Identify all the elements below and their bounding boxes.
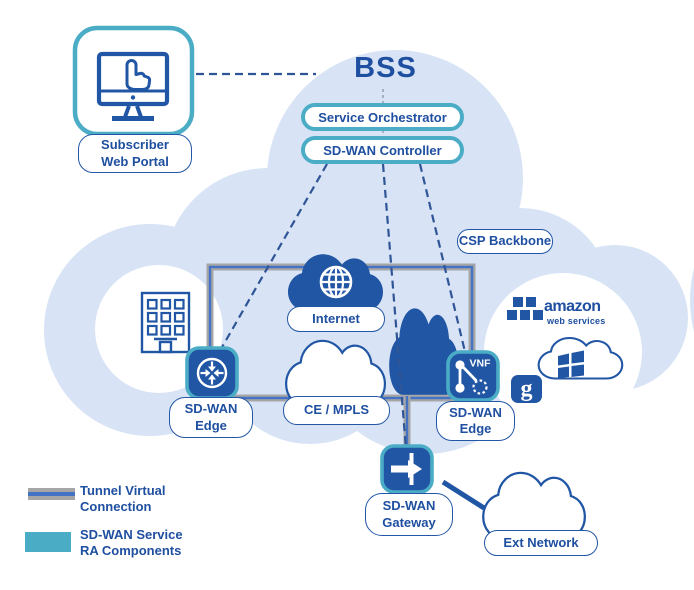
hand-cursor-icon [125, 59, 152, 91]
controller-to-edge-right-dash [418, 163, 468, 357]
ext-network-cloud [483, 473, 585, 539]
microsoft-cloud-icon [539, 338, 623, 379]
vnf-badge-text: VNF [470, 358, 492, 370]
subscriber-web-portal-icon [72, 25, 195, 137]
router-icon [196, 357, 228, 389]
building-icon [140, 291, 191, 354]
gateway-icon [391, 453, 422, 485]
dashed-connectors [196, 72, 468, 450]
vnf-icon: VNF [455, 358, 492, 395]
sdwan-edge-left-icon [185, 346, 239, 400]
sdwan-edge-right-icon: VNF [446, 350, 500, 402]
controller-to-edge-left-dash [216, 163, 328, 357]
aws-cubes-icon [507, 297, 543, 320]
ce-mpls-cloud [286, 341, 385, 406]
windows-logo-icon [558, 350, 584, 378]
sdwan-gateway-icon [380, 444, 434, 494]
google-icon: g [511, 375, 542, 403]
monitor-icon [96, 51, 170, 121]
globe-icon [319, 265, 353, 299]
overlay-cloud [389, 308, 459, 395]
google-letter: g [521, 376, 533, 402]
gateway-to-ext-network-link [441, 479, 486, 511]
internet-cloud [288, 254, 383, 311]
controller-to-gateway-dash [381, 163, 408, 450]
